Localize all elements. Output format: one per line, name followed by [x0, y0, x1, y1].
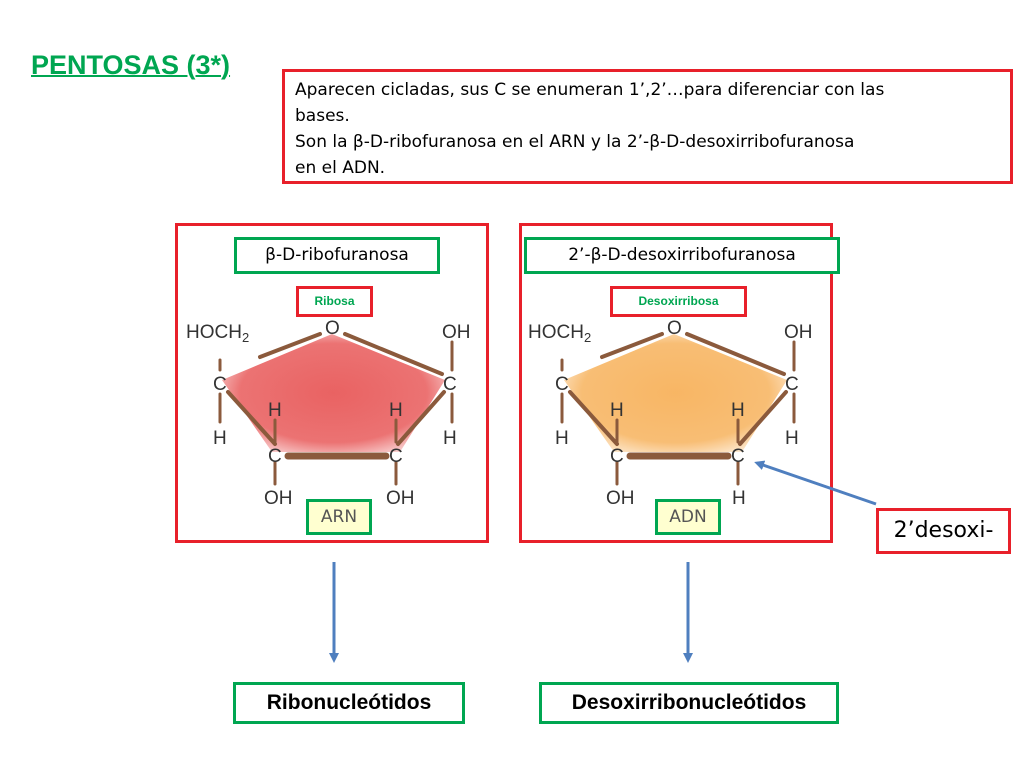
hoch2-text: HOCH	[186, 322, 242, 343]
adn-label: ADN	[655, 499, 721, 535]
description-line: Son la β-D-ribofuranosa en el ARN y la 2…	[295, 132, 855, 152]
desoxirribosa-label: Desoxirribosa	[610, 286, 747, 317]
arn-label: ARN	[306, 499, 372, 535]
ribose-structure: HOCH2 O OH C C H H H H C C OH OH	[186, 318, 471, 509]
description-line: Aparecen cicladas, sus C se enumeran 1’,…	[295, 80, 885, 100]
oh-bottom-left: OH	[264, 488, 293, 509]
hydrogen-left: H	[555, 428, 569, 449]
hydrogen-right: H	[785, 428, 799, 449]
description-line: en el ADN.	[295, 158, 386, 178]
ribofuranosa-name-box: β-D-ribofuranosa	[234, 237, 440, 274]
desoxirribonucleotidos-label: Desoxirribonucleótidos	[539, 682, 839, 724]
oh-bottom-right: OH	[386, 488, 415, 509]
ribonucleotidos-label: Ribonucleótidos	[233, 682, 465, 724]
hydrogen-inner-left: H	[268, 400, 282, 421]
hydrogen-left: H	[213, 428, 227, 449]
desoxi-callout: 2’desoxi-	[876, 508, 1011, 554]
deoxyribose-structure: HOCH2 O OH C C H H H H C C OH H	[528, 318, 813, 509]
deoxyribose-panel	[519, 223, 833, 543]
svg-text:HOCH2: HOCH2	[186, 322, 249, 345]
carbon-left: C	[555, 374, 569, 395]
carbon-right: C	[785, 374, 799, 395]
hydrogen-right: H	[443, 428, 457, 449]
description-box: Aparecen cicladas, sus C se enumeran 1’,…	[282, 69, 1013, 184]
description-line: bases.	[295, 106, 350, 126]
hydrogen-inner-left: H	[610, 400, 624, 421]
desoxirribofuranosa-name-box: 2’-β-D-desoxirribofuranosa	[524, 237, 840, 274]
carbon-right: C	[443, 374, 457, 395]
hydrogen-bottom-right: H	[732, 488, 746, 509]
ribose-ring	[222, 334, 445, 452]
carbon-bottom-right: C	[389, 446, 403, 467]
ribose-bonds	[218, 332, 454, 486]
ring-oxygen: O	[325, 318, 340, 339]
oh-bottom-left: OH	[606, 488, 635, 509]
deoxyribose-ring	[564, 334, 787, 452]
hoch2-text: HOCH	[528, 322, 584, 343]
subscript-2: 2	[242, 330, 249, 345]
ribosa-label: Ribosa	[296, 286, 373, 317]
subscript-2: 2	[584, 330, 591, 345]
carbon-bottom-left: C	[610, 446, 624, 467]
ring-oxygen: O	[667, 318, 682, 339]
carbon-bottom-left: C	[268, 446, 282, 467]
svg-text:HOCH2: HOCH2	[528, 322, 591, 345]
hydrogen-inner-right: H	[731, 400, 745, 421]
oh-top-right: OH	[784, 322, 813, 343]
page-title: PENTOSAS (3*)	[31, 50, 231, 80]
carbon-left: C	[213, 374, 227, 395]
hydrogen-inner-right: H	[389, 400, 403, 421]
ribose-panel	[175, 223, 489, 543]
carbon-bottom-right: C	[731, 446, 745, 467]
oh-top-right: OH	[442, 322, 471, 343]
deoxyribose-bonds	[560, 332, 796, 486]
